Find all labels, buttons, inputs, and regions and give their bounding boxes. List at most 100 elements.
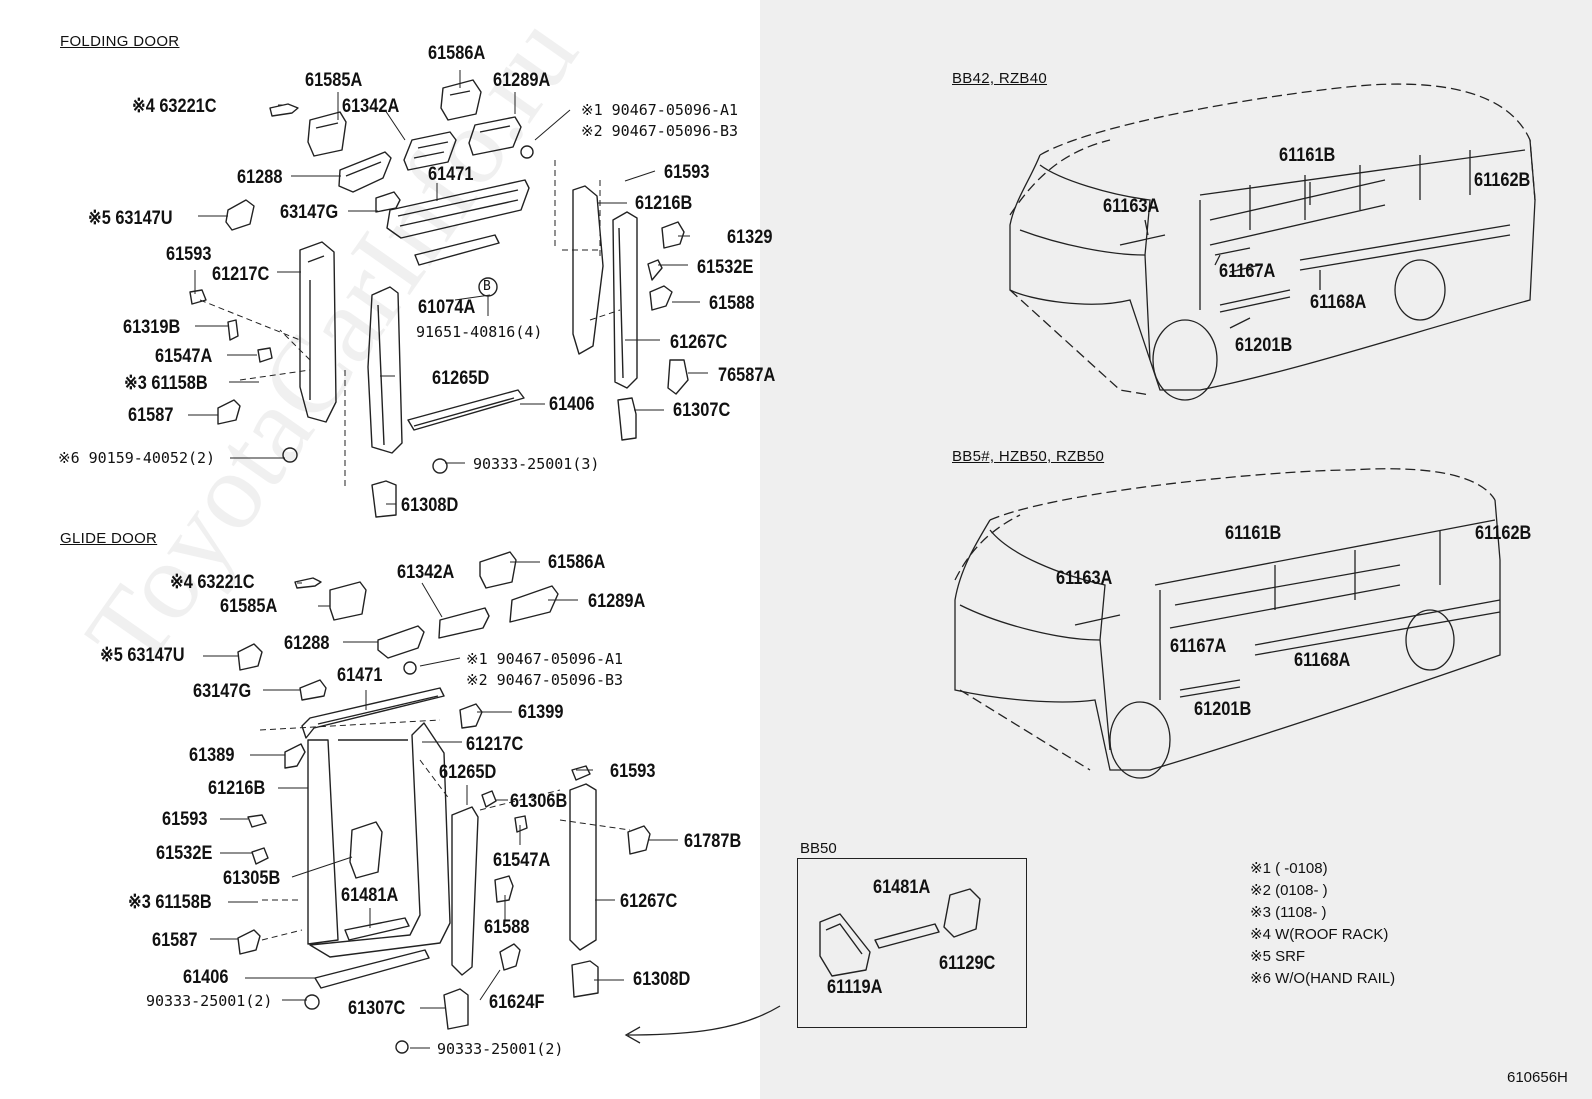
- part-label[interactable]: 76587A: [718, 365, 776, 386]
- part-label[interactable]: 61307C: [348, 998, 406, 1019]
- part-label[interactable]: 61289A: [493, 70, 551, 91]
- part-label[interactable]: 61306B: [510, 791, 568, 812]
- part-61217C: [299, 241, 337, 423]
- part-number[interactable]: ※1 90467-05096-A1: [466, 650, 624, 668]
- part-label[interactable]: 61308D: [633, 969, 691, 990]
- part-label[interactable]: 61532E: [156, 843, 213, 864]
- part-label[interactable]: 61163A: [1103, 196, 1160, 217]
- part-number[interactable]: ※2 90467-05096-B3: [466, 671, 624, 689]
- part-label[interactable]: 61588: [484, 917, 530, 938]
- part-label[interactable]: 61216B: [635, 193, 693, 214]
- part-label[interactable]: 61129C: [939, 953, 996, 974]
- part-label[interactable]: 61593: [162, 809, 208, 830]
- part-label[interactable]: 61406: [183, 967, 229, 988]
- part-frame-g: [307, 722, 451, 958]
- part-label[interactable]: ※3 61158B: [124, 373, 208, 394]
- part-label[interactable]: 61587: [152, 930, 198, 951]
- part-label[interactable]: 61342A: [397, 562, 455, 583]
- part-label[interactable]: 61167A: [1170, 636, 1227, 657]
- part-61307C-g: [443, 988, 469, 1030]
- part-label[interactable]: 61471: [428, 164, 474, 185]
- part-label[interactable]: 61267C: [620, 891, 678, 912]
- part-61787B-g: [627, 825, 651, 855]
- part-label[interactable]: 61162B: [1475, 523, 1532, 544]
- part-number[interactable]: 91651-40816(4): [416, 323, 543, 341]
- section-folding-door: FOLDING DOOR: [60, 33, 180, 50]
- part-label[interactable]: 61586A: [428, 43, 486, 64]
- part-label[interactable]: 61217C: [466, 734, 524, 755]
- part-label[interactable]: 61787B: [684, 831, 742, 852]
- part-label[interactable]: ※5 63147U: [100, 645, 185, 666]
- part-61329: [661, 221, 685, 249]
- part-label[interactable]: 61586A: [548, 552, 606, 573]
- part-label[interactable]: 61217C: [212, 264, 270, 285]
- part-number[interactable]: ※6 90159-40052(2): [58, 449, 216, 467]
- part-label[interactable]: ※3 61158B: [128, 892, 212, 913]
- part-label[interactable]: 61265D: [432, 368, 490, 389]
- part-label[interactable]: 61547A: [155, 346, 213, 367]
- part-label[interactable]: 61329: [727, 227, 773, 248]
- part-number[interactable]: ※2 90467-05096-B3: [581, 122, 739, 140]
- part-label[interactable]: 63147G: [193, 681, 252, 702]
- part-label[interactable]: 61585A: [305, 70, 363, 91]
- part-label[interactable]: 61161B: [1225, 523, 1282, 544]
- part-label[interactable]: ※4 63221C: [170, 572, 255, 593]
- part-label[interactable]: 61481A: [341, 885, 399, 906]
- part-label[interactable]: 61167A: [1219, 261, 1276, 282]
- part-label[interactable]: 61593: [610, 761, 656, 782]
- part-label[interactable]: ※4 63221C: [132, 96, 217, 117]
- part-number[interactable]: 90333-25001(3): [473, 455, 600, 473]
- part-61406: [407, 389, 525, 431]
- part-label[interactable]: 61319B: [123, 317, 181, 338]
- part-label[interactable]: 61163A: [1056, 568, 1113, 589]
- part-61267C: [612, 211, 638, 389]
- note: ※6 W/O(HAND RAIL): [1250, 970, 1396, 987]
- part-label[interactable]: 63147G: [280, 202, 339, 223]
- part-label[interactable]: 61593: [664, 162, 710, 183]
- part-63147U: [225, 199, 255, 231]
- part-number[interactable]: 90333-25001(2): [437, 1040, 564, 1058]
- part-63147G: [375, 191, 401, 213]
- part-label[interactable]: 61288: [237, 167, 283, 188]
- part-label[interactable]: 61308D: [401, 495, 459, 516]
- part-label[interactable]: 61481A: [873, 877, 931, 898]
- part-label[interactable]: 61162B: [1474, 170, 1531, 191]
- section-bb5: BB5#, HZB50, RZB50: [952, 448, 1105, 465]
- part-label[interactable]: 61201B: [1194, 699, 1252, 720]
- part-label[interactable]: 61074A: [418, 297, 476, 318]
- part-label[interactable]: 61585A: [220, 596, 278, 617]
- part-label[interactable]: 61406: [549, 394, 595, 415]
- part-label[interactable]: 61265D: [439, 762, 497, 783]
- part-label[interactable]: 61168A: [1294, 650, 1351, 671]
- part-label[interactable]: 61471: [337, 665, 383, 686]
- part-label[interactable]: 61216B: [208, 778, 266, 799]
- callout-letter: B: [483, 279, 491, 294]
- part-label[interactable]: 61201B: [1235, 335, 1293, 356]
- part-label[interactable]: 61342A: [342, 96, 400, 117]
- right-panel: [760, 0, 1592, 1099]
- part-label[interactable]: 61399: [518, 702, 564, 723]
- part-label[interactable]: 61161B: [1279, 145, 1336, 166]
- part-61587-g: [237, 929, 261, 955]
- part-label[interactable]: 61547A: [493, 850, 551, 871]
- part-label[interactable]: 61587: [128, 405, 174, 426]
- part-label[interactable]: 61119A: [827, 977, 883, 998]
- part-label[interactable]: 61389: [189, 745, 235, 766]
- part-label[interactable]: 61168A: [1310, 292, 1367, 313]
- part-label[interactable]: 61593: [166, 244, 212, 265]
- part-label[interactable]: 61307C: [673, 400, 731, 421]
- part-label[interactable]: 61305B: [223, 868, 281, 889]
- part-label[interactable]: 61624F: [489, 992, 545, 1013]
- part-number[interactable]: 90333-25001(2): [146, 992, 273, 1010]
- part-61593f: [189, 289, 207, 305]
- part-61588: [649, 285, 673, 311]
- part-label[interactable]: 61288: [284, 633, 330, 654]
- part-61399-g: [459, 703, 483, 729]
- part-label[interactable]: ※5 63147U: [88, 208, 173, 229]
- part-number[interactable]: ※1 90467-05096-A1: [581, 101, 739, 119]
- part-label[interactable]: 61289A: [588, 591, 646, 612]
- part-label[interactable]: 61588: [709, 293, 755, 314]
- part-label[interactable]: 61532E: [697, 257, 754, 278]
- part-label[interactable]: 61267C: [670, 332, 728, 353]
